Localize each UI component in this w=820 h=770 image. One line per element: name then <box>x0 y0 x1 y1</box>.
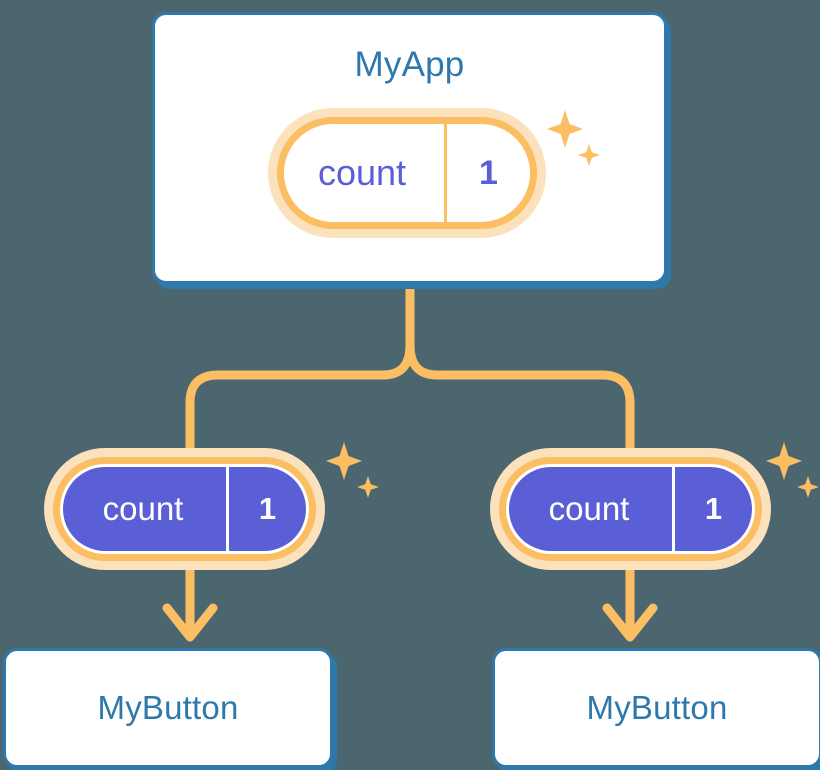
state-pill-body: count 1 <box>499 457 762 561</box>
connector-root-to-left-pill <box>185 340 415 460</box>
sparkle-group-child-left <box>318 438 388 513</box>
component-title: MyButton <box>586 689 728 726</box>
component-title: MyButton <box>97 689 239 726</box>
component-card-mybutton-right[interactable]: MyButton <box>492 648 820 768</box>
arrow-down-icon-right <box>602 603 658 642</box>
state-pill-child-right[interactable]: count 1 <box>490 448 771 570</box>
component-card-mybutton-left[interactable]: MyButton <box>3 648 333 768</box>
state-value-label: 1 <box>444 124 530 222</box>
connector-root-to-right-pill <box>405 340 635 460</box>
state-pill-inner: count 1 <box>63 467 306 551</box>
sparkle-icon <box>766 442 802 480</box>
state-pill-body: count 1 <box>53 457 316 561</box>
state-key-label: count <box>102 490 184 527</box>
state-pill-root[interactable]: count 1 <box>268 108 546 238</box>
sparkle-icon <box>797 476 819 498</box>
sparkle-icon <box>357 476 379 498</box>
state-pill-child-left[interactable]: count 1 <box>44 448 325 570</box>
sparkle-icon <box>326 442 362 480</box>
page-title: MyApp <box>354 45 465 84</box>
state-value-label: 1 <box>226 467 306 551</box>
arrow-down-icon-left <box>162 603 218 642</box>
state-pill-body: count 1 <box>277 117 537 229</box>
state-value-label: 1 <box>672 467 752 551</box>
state-key-label: count <box>548 490 630 527</box>
state-pill-inner: count 1 <box>509 467 752 551</box>
state-key-label: count <box>317 152 407 193</box>
